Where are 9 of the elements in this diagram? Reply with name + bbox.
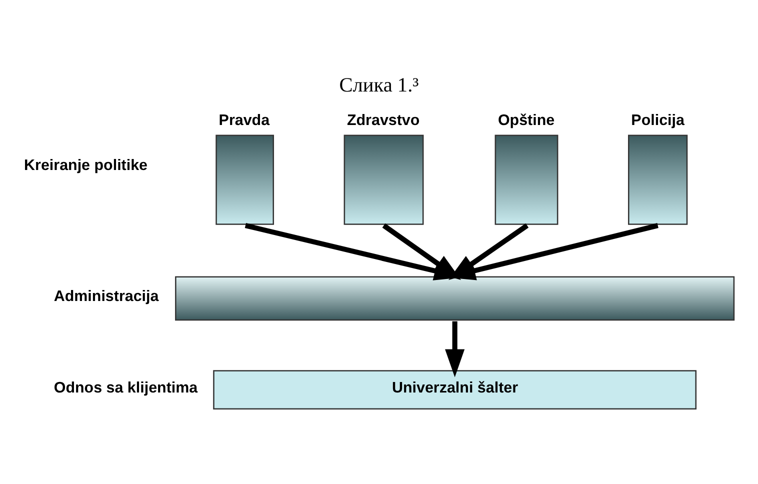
node-label: Odnos sa klijentima: [54, 379, 198, 396]
node-label: Opštine: [498, 112, 555, 129]
node-label: Policija: [631, 112, 684, 129]
node-label: Zdravstvo: [346, 112, 420, 129]
node-label: Pravda: [218, 112, 270, 129]
diagram-title: Слика 1.³: [339, 74, 419, 96]
arrow: [445, 321, 465, 378]
label: Kreiranje politike: [24, 156, 148, 174]
node-label: Administracija: [54, 288, 159, 306]
